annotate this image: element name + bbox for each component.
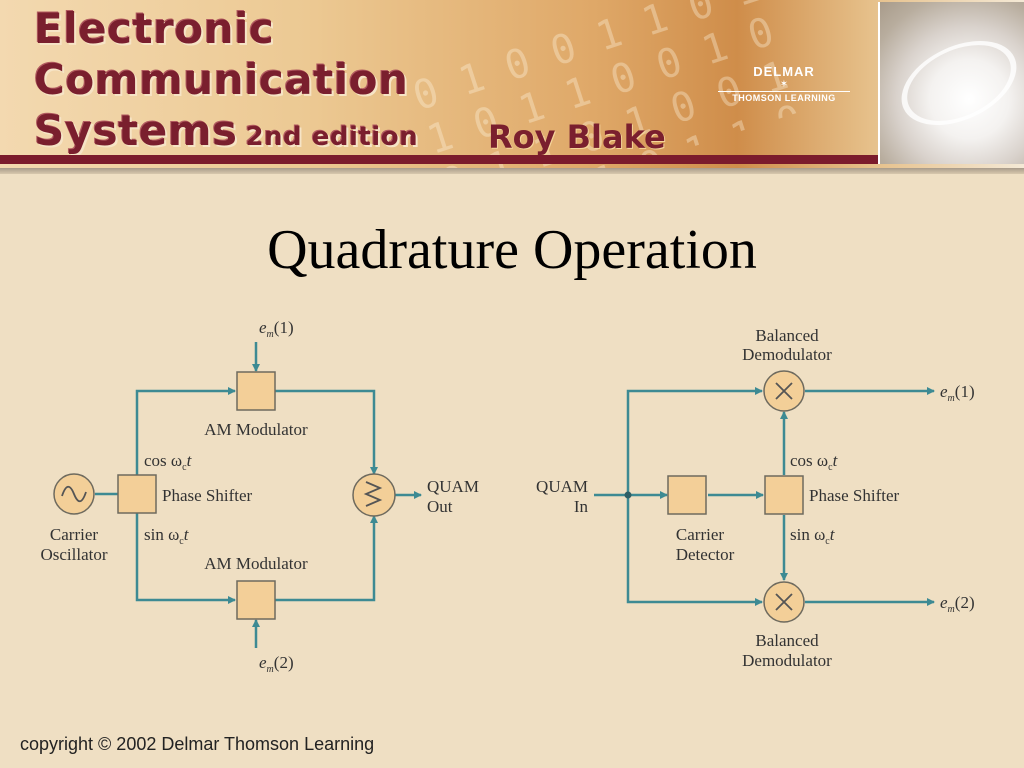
demod-bottom-label-line2: Demodulator xyxy=(742,651,832,670)
carrier-detector-label-line1: Carrier xyxy=(676,525,724,544)
author-name: Roy Blake xyxy=(488,118,666,156)
demod-cos-label: cos ωct xyxy=(790,451,839,473)
am-modulator-bottom-label: AM Modulator xyxy=(204,554,308,573)
sin-path-line xyxy=(135,513,236,604)
banner-rule xyxy=(0,155,878,164)
em1-output-label: em(1) xyxy=(940,382,975,404)
publisher-name: DELMAR xyxy=(753,64,815,79)
cos-path-line xyxy=(135,387,236,475)
demod-phase-shifter-label: Phase Shifter xyxy=(809,486,900,505)
book-title-line2: Communication xyxy=(34,55,409,104)
quam-in-label-line2: In xyxy=(574,497,589,516)
bottom-demod-input-line xyxy=(626,495,763,606)
phase-shifter-label: Phase Shifter xyxy=(162,486,253,505)
quadrature-diagram: em(1) em(2) AM Modulator AM Modulator co… xyxy=(40,318,975,675)
sine-wave-icon xyxy=(61,485,87,503)
multiply-icon-bottom xyxy=(775,593,793,611)
cos-label: cos ωct xyxy=(144,451,193,473)
am-modulator-bottom-block xyxy=(236,580,276,620)
junction-dot xyxy=(624,491,632,499)
book-title-line1: Electronic xyxy=(34,4,275,53)
bottom-to-summer-line xyxy=(275,515,378,602)
copyright-footer: copyright © 2002 Delmar Thomson Learning xyxy=(20,734,375,754)
am-modulator-top-label: AM Modulator xyxy=(204,420,308,439)
em2-input-label: em(2) xyxy=(259,653,294,675)
top-to-summer-line xyxy=(275,389,378,475)
demod-sin-label: sin ωct xyxy=(790,525,836,547)
quam-in-label-line1: QUAM xyxy=(536,477,588,496)
quam-out-label-line2: Out xyxy=(427,497,453,516)
satellite-dish-photo xyxy=(878,2,1024,164)
sin-label: sin ωct xyxy=(144,525,190,547)
demod-top-label-line1: Balanced xyxy=(755,326,819,345)
demod-top-label-line2: Demodulator xyxy=(742,345,832,364)
slide-title: Quadrature Operation xyxy=(267,219,757,281)
summer-circle xyxy=(352,473,396,517)
top-demod-input-line xyxy=(626,387,763,495)
publisher-logo: DELMAR ✶ THOMSON LEARNING xyxy=(718,64,850,103)
demod-phase-shifter-block xyxy=(764,475,804,515)
multiply-icon-top xyxy=(775,382,793,400)
modulator-diagram xyxy=(95,342,422,648)
banner-shadow xyxy=(0,168,1024,174)
publisher-star-icon: ✶ xyxy=(779,79,789,90)
publisher-subname: THOMSON LEARNING xyxy=(718,91,850,103)
demod-bottom-label-line1: Balanced xyxy=(755,631,819,650)
edition-label: 2nd edition xyxy=(245,122,419,152)
header-banner: 0 1 0 0 1 1 0 1 1 0 1 1 0 0 1 0 0 1 1 0 … xyxy=(0,0,1024,168)
sigma-icon xyxy=(363,481,383,507)
em1-input-label: em(1) xyxy=(259,318,294,340)
oscillator-label-line1: Carrier xyxy=(50,525,98,544)
oscillator-label-line2: Oscillator xyxy=(40,545,107,564)
phase-shifter-block xyxy=(117,474,157,514)
em2-output-label: em(2) xyxy=(940,593,975,615)
quam-out-label-line1: QUAM xyxy=(427,477,479,496)
book-title-systems: Systems xyxy=(34,106,238,155)
carrier-detector-label-line2: Detector xyxy=(676,545,735,564)
carrier-detector-block xyxy=(667,475,707,515)
am-modulator-top-block xyxy=(236,371,276,411)
dish-icon xyxy=(888,24,1024,142)
demodulator-diagram xyxy=(594,387,935,606)
